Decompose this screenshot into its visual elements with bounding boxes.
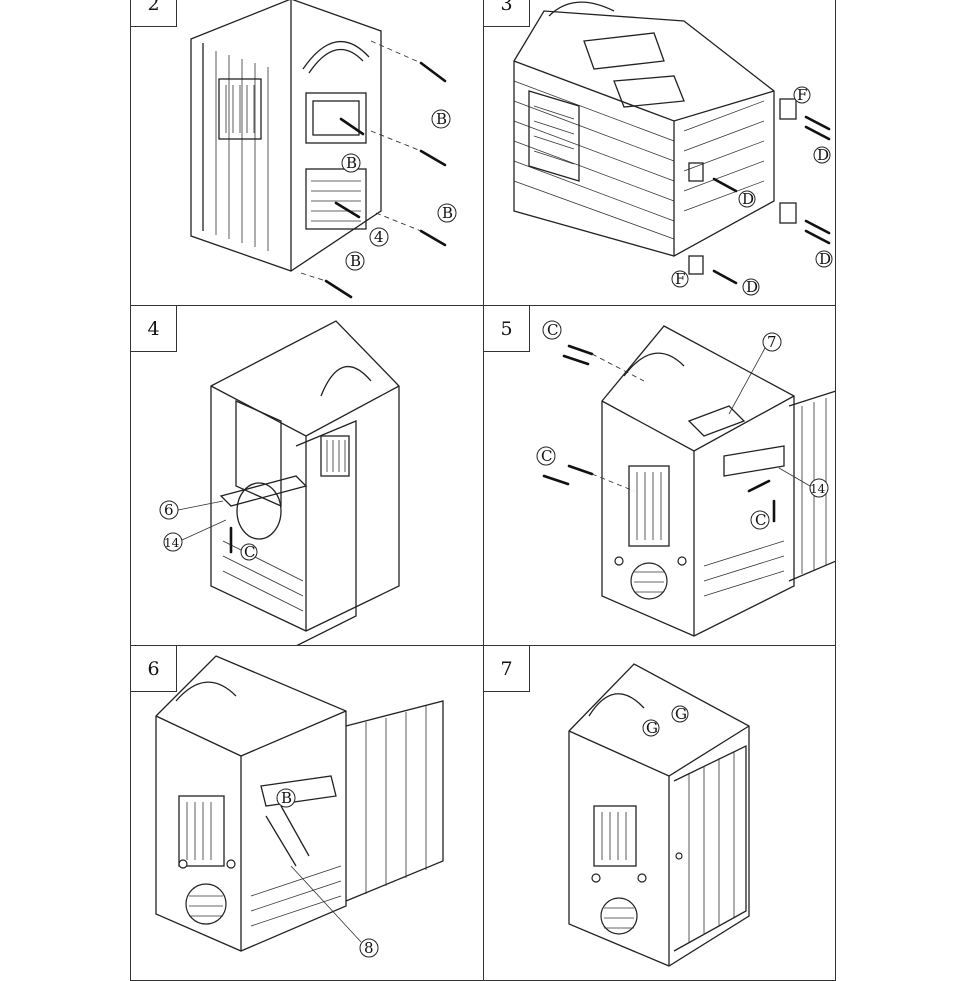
part-label: D xyxy=(742,190,754,208)
part-label: F xyxy=(675,270,685,288)
step-number-text: 2 xyxy=(147,0,160,15)
part-label: C xyxy=(244,543,255,561)
part-label: F xyxy=(797,86,807,104)
step-number-text: 3 xyxy=(500,0,513,15)
step-number: 7 xyxy=(484,646,530,692)
callout-f-1: F xyxy=(793,86,811,104)
step-7-drawing: G G xyxy=(568,663,750,967)
part-number: 7 xyxy=(767,333,777,351)
step-panel-3: 3 xyxy=(483,0,836,306)
part-label: B xyxy=(281,789,292,807)
screws-b xyxy=(300,40,447,299)
part-label: C xyxy=(541,447,552,465)
step-panel-6: 6 B xyxy=(130,645,484,981)
part-label: B xyxy=(436,110,447,128)
part-label: B xyxy=(350,252,361,270)
callout-14: 14 xyxy=(163,519,227,552)
part-label: G xyxy=(675,705,687,723)
cabinet-open-front xyxy=(210,320,400,645)
part-label: C xyxy=(755,511,766,529)
callout-g-1: G xyxy=(642,719,660,737)
step-number: 5 xyxy=(484,306,530,352)
step-number-text: 6 xyxy=(147,657,160,680)
step-panel-2: 2 xyxy=(130,0,484,306)
part-number: 6 xyxy=(164,501,174,519)
part-label: B xyxy=(442,204,453,222)
step-4-drawing: 6 14 C xyxy=(159,320,400,645)
callout-7: 7 xyxy=(728,332,782,415)
callout-g-2: G xyxy=(671,705,689,723)
callout-d-4: D xyxy=(742,278,760,296)
callout-6: 6 xyxy=(159,500,224,520)
callout-c-1: C xyxy=(542,320,562,340)
cabinet-front-view xyxy=(190,0,382,272)
callout-4: 4 xyxy=(369,227,389,247)
callout-8: 8 xyxy=(290,865,379,958)
callout-b-1: B xyxy=(431,109,451,129)
step-number: 4 xyxy=(131,306,177,352)
callout-b: B xyxy=(276,788,296,808)
step-2-drawing: B B B 4 B xyxy=(190,0,457,299)
callout-c: C xyxy=(240,543,258,561)
part-number: 14 xyxy=(164,536,180,550)
step-number-text: 7 xyxy=(500,657,513,680)
screws-c xyxy=(542,344,776,523)
cabinet-lying-view xyxy=(513,1,775,257)
callout-f-2: F xyxy=(671,270,689,288)
cabinet-closed xyxy=(568,663,750,967)
callout-b-4: B xyxy=(345,251,365,271)
part-number: 8 xyxy=(364,939,374,957)
step-3-drawing: F D D D F D xyxy=(513,1,833,296)
callout-d-1: D xyxy=(813,146,831,164)
step-number-text: 4 xyxy=(147,317,160,340)
part-label: D xyxy=(746,278,758,296)
step-number: 2 xyxy=(131,0,177,27)
callout-d-3: D xyxy=(815,250,833,268)
part-label: G xyxy=(646,719,658,737)
part-label: B xyxy=(346,154,357,172)
callout-d-2: D xyxy=(738,190,756,208)
step-6-drawing: B 8 xyxy=(155,655,444,958)
step-panel-7: 7 G xyxy=(483,645,836,981)
step-5-drawing: C C 7 14 C xyxy=(536,320,835,637)
callout-c-3: C xyxy=(750,510,770,530)
cabinet-shelves-open xyxy=(155,655,444,952)
step-panel-4: 4 6 xyxy=(130,305,484,646)
hinges-and-screws xyxy=(688,98,831,285)
callout-b-2: B xyxy=(341,153,361,173)
part-label: D xyxy=(817,146,829,164)
part-number: 4 xyxy=(374,228,384,246)
callout-b-3: B xyxy=(437,203,457,223)
step-number: 3 xyxy=(484,0,530,27)
step-number: 6 xyxy=(131,646,177,692)
callout-14: 14 xyxy=(778,467,829,498)
part-number: 14 xyxy=(810,482,826,496)
step-panel-5: 5 xyxy=(483,305,836,646)
cabinet-with-door xyxy=(601,325,835,637)
step-number-text: 5 xyxy=(500,317,513,340)
callout-c-2: C xyxy=(536,446,556,466)
part-label: C xyxy=(547,321,558,339)
part-label: D xyxy=(819,250,831,268)
